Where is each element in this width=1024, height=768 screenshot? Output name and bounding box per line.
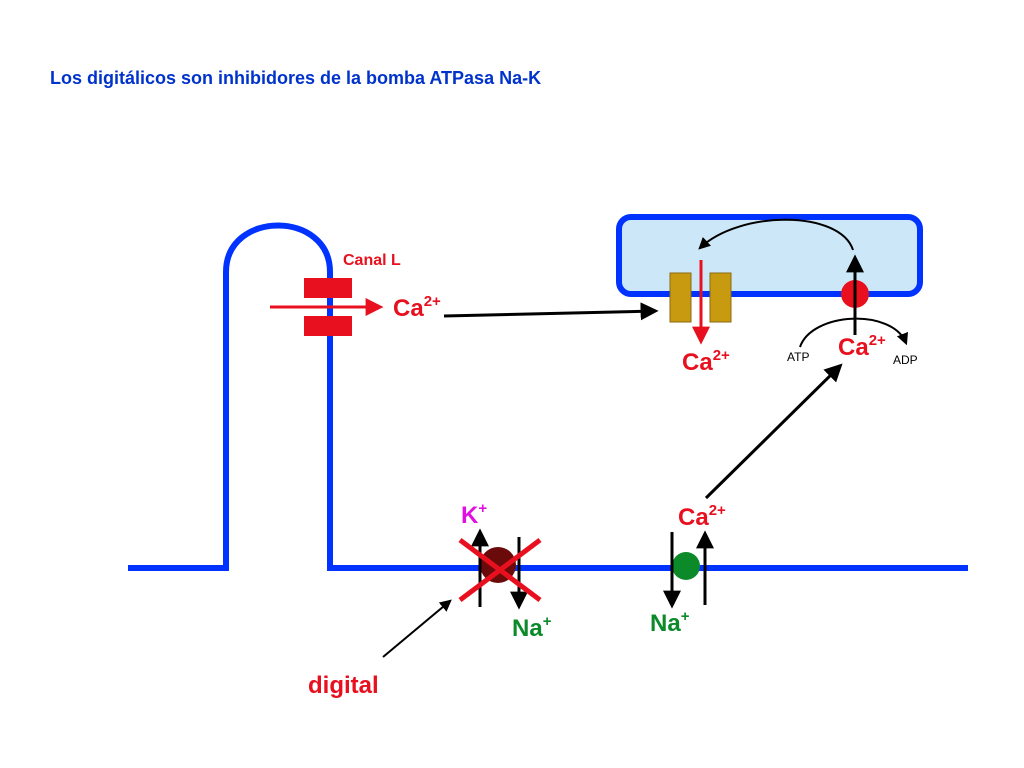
- atp-label: ATP: [787, 350, 809, 364]
- ca-influx-label: Ca2+: [393, 293, 441, 322]
- atp-hydrolysis-arrow: [799, 317, 908, 348]
- sr-recycle-arrow: [698, 218, 854, 251]
- ncx-to-serca-arrow: [704, 363, 843, 500]
- ca-release-label: Ca2+: [682, 347, 730, 376]
- cell-membrane: [128, 222, 968, 571]
- digital-label: digital: [308, 672, 379, 699]
- na-ncx-label: Na+: [650, 608, 690, 637]
- trigger-arrow: [443, 302, 659, 321]
- digital-arrow: [382, 599, 452, 658]
- l-type-calcium-channel: [304, 278, 352, 336]
- page-title: Los digitálicos son inhibidores de la bo…: [50, 68, 542, 88]
- na-pump-label: Na+: [512, 613, 552, 642]
- ca-ncx-label: Ca2+: [678, 502, 726, 531]
- sarcoplasmic-reticulum: [616, 214, 923, 297]
- ca-serca-label: Ca2+: [838, 332, 886, 361]
- inhibition-cross: [458, 538, 542, 602]
- ryanodine-receptor: [669, 272, 732, 323]
- adp-label: ADP: [893, 353, 918, 367]
- canal-l-label: Canal L: [343, 252, 401, 269]
- k-label: K+: [461, 500, 487, 529]
- na-ca-exchanger: [672, 552, 700, 580]
